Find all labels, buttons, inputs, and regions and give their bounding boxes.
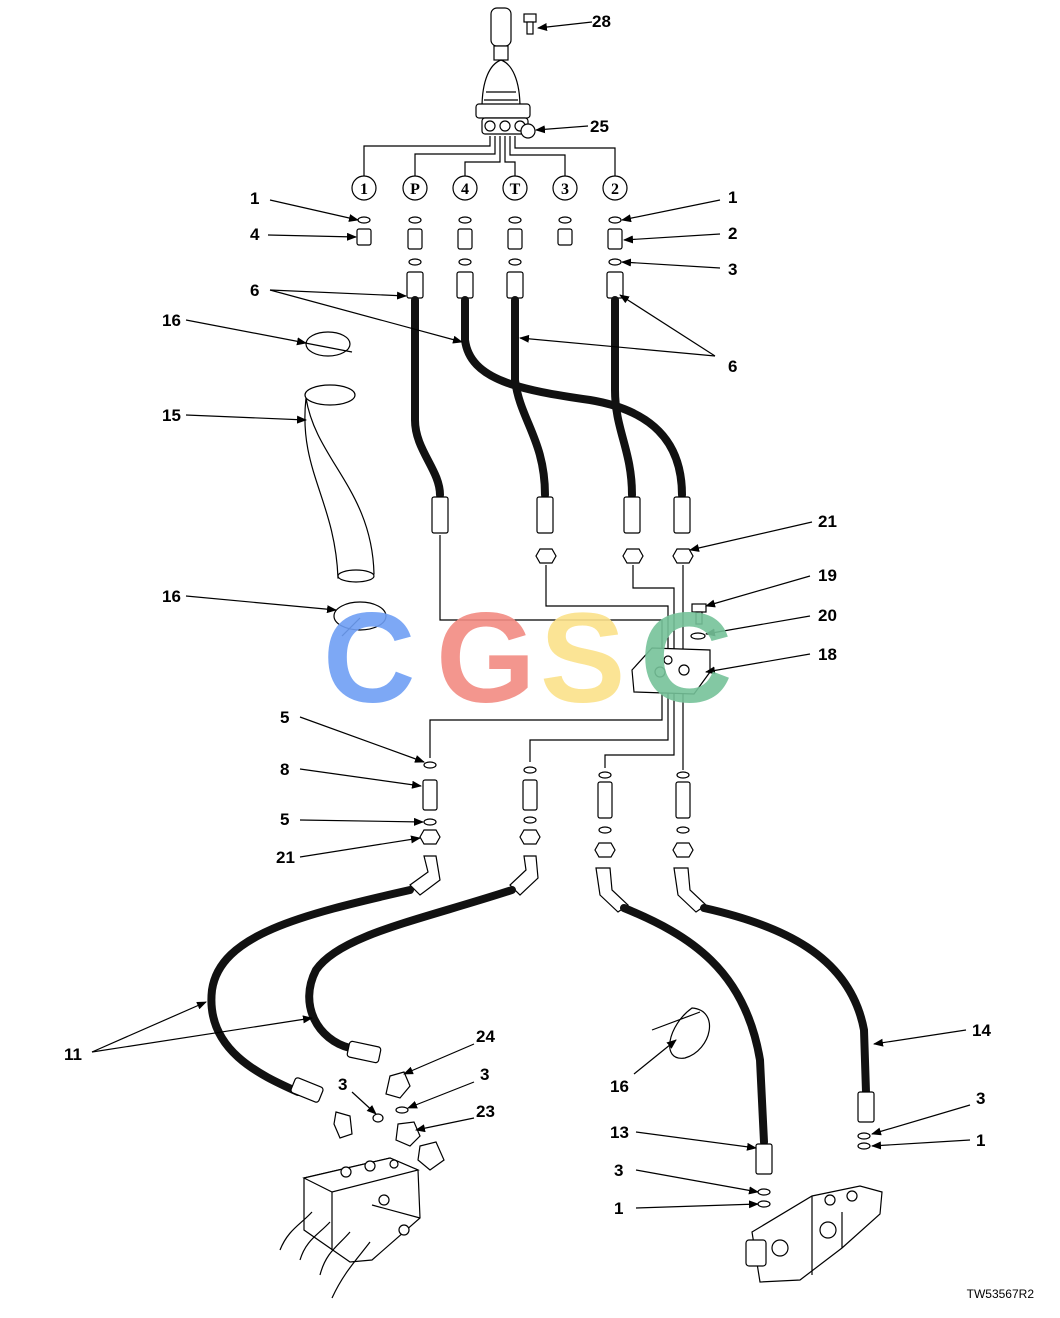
top-fittings xyxy=(356,216,623,266)
callout-3-c: 3 xyxy=(338,1075,347,1094)
callout-11: 11 xyxy=(64,1045,82,1064)
callout-20: 20 xyxy=(818,606,837,625)
valve-right xyxy=(745,1185,883,1283)
callout-21-lower: 21 xyxy=(276,848,295,867)
watermark-letter-3: S xyxy=(540,587,625,730)
callout-1-top-left: 1 xyxy=(250,189,259,208)
callout-2: 2 xyxy=(728,224,737,243)
callout-16-mid: 16 xyxy=(162,587,181,606)
adapter-left xyxy=(417,1141,445,1171)
bolt-19 xyxy=(691,603,707,625)
plate-18 xyxy=(631,647,711,695)
washer-20 xyxy=(690,632,706,640)
watermark-letter-1: C xyxy=(323,587,415,730)
tube-15 xyxy=(304,384,375,583)
callout-5-lower: 5 xyxy=(280,810,289,829)
callout-13: 13 xyxy=(610,1123,629,1142)
callout-1-c: 1 xyxy=(614,1199,623,1218)
watermark: C G S C xyxy=(323,587,732,730)
port-label-3: 3 xyxy=(561,181,569,198)
lower-hoses xyxy=(207,855,875,1175)
callout-1-d: 1 xyxy=(976,1131,985,1150)
port-circles xyxy=(351,175,628,201)
callout-18: 18 xyxy=(818,645,837,664)
callout-14: 14 xyxy=(972,1021,991,1040)
bolt-28 xyxy=(523,13,537,35)
lower-fittings xyxy=(419,761,694,858)
oring-3-b xyxy=(395,1106,409,1114)
elbow-left xyxy=(333,1111,353,1139)
joystick-valve xyxy=(475,7,531,135)
callout-16-lower: 16 xyxy=(610,1077,629,1096)
port-label-p: P xyxy=(410,181,420,198)
callout-8: 8 xyxy=(280,760,289,779)
callout-16-top: 16 xyxy=(162,311,181,330)
callout-25: 25 xyxy=(590,117,609,136)
callout-15: 15 xyxy=(162,406,181,425)
valve-bank-left xyxy=(279,1157,421,1299)
callout-6-left: 6 xyxy=(250,281,259,300)
callout-3-b: 3 xyxy=(480,1065,489,1084)
port-label-1: 1 xyxy=(360,181,368,198)
callout-1-top-right: 1 xyxy=(728,188,737,207)
callout-6-right: 6 xyxy=(728,357,737,376)
leader-lines xyxy=(91,21,971,1209)
callout-5-upper: 5 xyxy=(280,708,289,727)
port-label-2: 2 xyxy=(611,181,619,198)
callout-19: 19 xyxy=(818,566,837,585)
port-label-4: 4 xyxy=(461,181,469,198)
oring-3-c xyxy=(372,1113,384,1123)
callout-28: 28 xyxy=(592,12,611,31)
plug-25 xyxy=(520,123,536,139)
tie-16c xyxy=(651,1007,711,1059)
callout-23: 23 xyxy=(476,1102,495,1121)
elbow-24 xyxy=(385,1071,411,1099)
right-orings xyxy=(757,1132,871,1208)
port-label-t: T xyxy=(510,181,521,198)
callout-3-top: 3 xyxy=(728,260,737,279)
callout-24: 24 xyxy=(476,1027,495,1046)
upper-hoses xyxy=(406,271,691,534)
callout-4: 4 xyxy=(250,225,260,244)
callout-21-top: 21 xyxy=(818,512,837,531)
port-leads xyxy=(363,136,616,176)
watermark-letter-2: G xyxy=(436,587,536,730)
tie-16a xyxy=(299,331,353,357)
nuts-21 xyxy=(535,548,694,564)
watermark-letter-4: C xyxy=(640,587,732,730)
callout-3-e: 3 xyxy=(976,1089,985,1108)
tee-23 xyxy=(395,1121,421,1147)
tie-16b xyxy=(333,601,387,637)
callout-3-d: 3 xyxy=(614,1161,623,1180)
figure-id: TW53567R2 xyxy=(967,1287,1035,1301)
